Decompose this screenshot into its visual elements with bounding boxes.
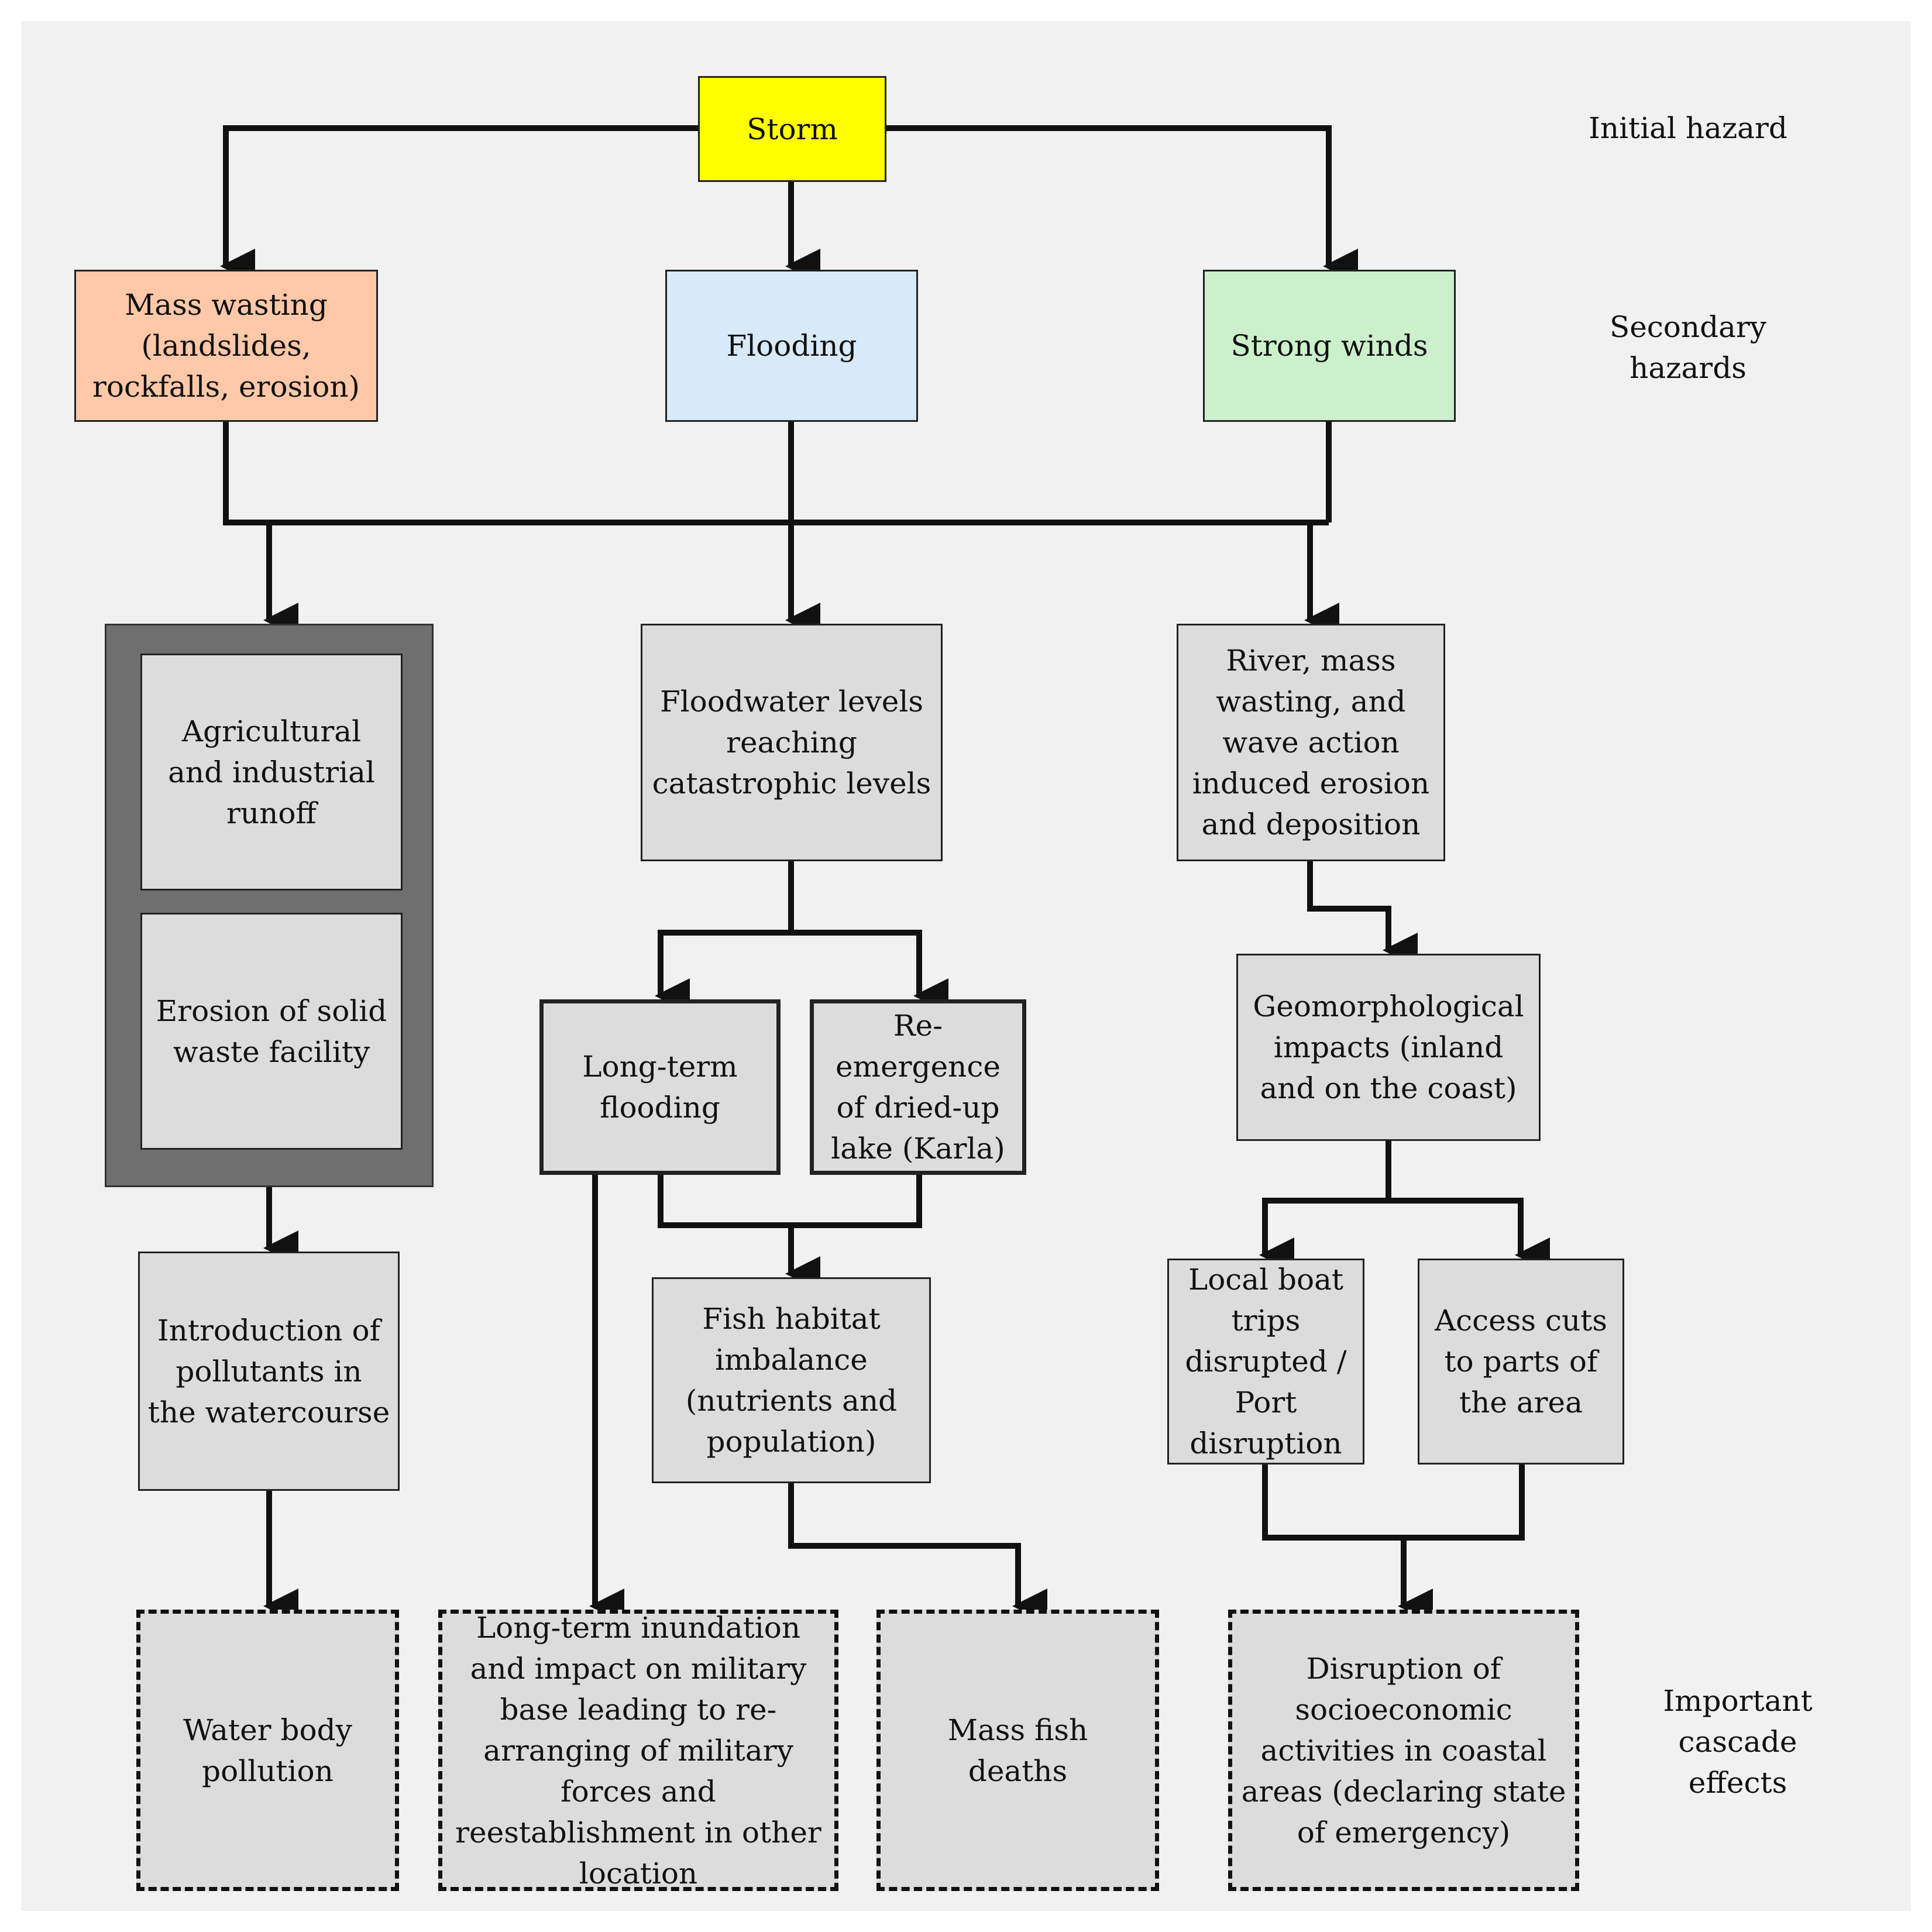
- strong-winds-node: Strong winds: [1203, 270, 1456, 422]
- mass-fish-deaths-node: Mass fish deaths: [876, 1610, 1159, 1891]
- strong-winds-label: Strong winds: [1230, 329, 1428, 363]
- boat-trips-node: Local boat trips disrupted / Port disrup…: [1167, 1259, 1364, 1465]
- reemergence-lake-node: Re- emergence of dried-up lake (Karla): [810, 999, 1026, 1175]
- intro-pollutants-node: Introduction of pollutants in the waterc…: [138, 1252, 400, 1491]
- level-label-initial: Initial hazard: [1589, 111, 1787, 145]
- fish-habitat-label: Fish habitat imbalance (nutrients and po…: [685, 1302, 898, 1459]
- water-pollution-node: Water body pollution: [136, 1610, 399, 1891]
- intro-pollutants-label: Introduction of pollutants in the waterc…: [147, 1313, 390, 1429]
- erosion-waste-node: Erosion of solid waste facility: [140, 913, 403, 1150]
- storm-node: Storm: [698, 76, 886, 182]
- socioeconomic-node: Disruption of socioeconomic activities i…: [1228, 1610, 1579, 1891]
- level-label-secondary: Secondary hazards: [1609, 310, 1767, 385]
- inundation-military-node: Long-term inundation and impact on milit…: [438, 1610, 838, 1891]
- inundation-military-label: Long-term inundation and impact on milit…: [455, 1610, 821, 1890]
- mass-fish-deaths-label: Mass fish deaths: [947, 1713, 1088, 1788]
- long-term-flooding-label: Long-term flooding: [582, 1050, 738, 1125]
- flooding-node: Flooding: [665, 270, 918, 422]
- erosion-waste-label: Erosion of solid waste facility: [156, 993, 387, 1069]
- reemergence-lake-label: Re- emergence of dried-up lake (Karla): [831, 1009, 1005, 1166]
- geomorph-impacts-label: Geomorphological impacts (inland and on …: [1253, 989, 1524, 1105]
- mass-wasting-node: Mass wasting (landslides, rockfalls, ero…: [74, 270, 378, 422]
- access-cuts-label: Access cuts to parts of the area: [1435, 1304, 1607, 1419]
- access-cuts-node: Access cuts to parts of the area: [1418, 1259, 1624, 1465]
- agri-runoff-label: Agricultural and industrial runoff: [168, 714, 375, 830]
- fish-habitat-node: Fish habitat imbalance (nutrients and po…: [652, 1277, 931, 1483]
- boat-trips-label: Local boat trips disrupted / Port disrup…: [1185, 1263, 1347, 1460]
- geomorph-impacts-node: Geomorphological impacts (inland and on …: [1236, 954, 1541, 1141]
- long-term-flooding-node: Long-term flooding: [539, 999, 781, 1175]
- agri-runoff-node: Agricultural and industrial runoff: [140, 654, 403, 891]
- level-label-cascade: Important cascade effects: [1663, 1684, 1813, 1800]
- river-erosion-node: River, mass wasting, and wave action ind…: [1177, 624, 1445, 861]
- socioeconomic-label: Disruption of socioeconomic activities i…: [1241, 1651, 1566, 1850]
- mass-wasting-label: Mass wasting (landslides, rockfalls, ero…: [92, 288, 360, 404]
- river-erosion-label: River, mass wasting, and wave action ind…: [1192, 644, 1430, 841]
- water-pollution-label: Water body pollution: [183, 1713, 352, 1788]
- floodwater-levels-label: Floodwater levels reaching catastrophic …: [652, 685, 931, 800]
- floodwater-levels-node: Floodwater levels reaching catastrophic …: [641, 624, 943, 861]
- storm-label: Storm: [747, 112, 838, 146]
- flooding-label: Flooding: [726, 329, 857, 363]
